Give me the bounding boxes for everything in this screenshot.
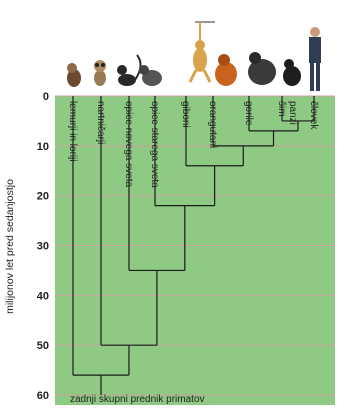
taxon-label: gorile xyxy=(243,101,254,126)
taxon-label-line: opice novega sveta xyxy=(123,101,134,188)
y-axis-title: milijonov let pred sedanjostjo xyxy=(4,179,16,314)
new-world-monkey-icon xyxy=(117,55,141,86)
lemur-icon xyxy=(67,63,81,87)
taxon-label: opice starega sveta xyxy=(149,101,160,188)
animal-illustrations xyxy=(67,22,321,91)
y-tick-label: 40 xyxy=(37,290,49,302)
taxon-label-line: lemurji in loriji xyxy=(67,101,78,162)
taxon-label: lemurji in loriji xyxy=(67,101,78,162)
taxon-label: giboni xyxy=(180,101,191,128)
common-ancestor-label: zadnji skupni prednik primatov xyxy=(70,394,205,405)
taxon-label-line: gorile xyxy=(243,101,254,126)
taxon-label-line: orangutani xyxy=(207,101,218,148)
taxon-label-line: šim- xyxy=(276,101,287,120)
taxon-label: orangutani xyxy=(207,101,218,148)
chimpanzee-icon xyxy=(283,59,301,86)
y-axis-ticks: 0 10 20 30 40 50 60 xyxy=(37,91,49,402)
y-tick-label: 30 xyxy=(37,241,49,253)
gibbon-icon xyxy=(190,22,215,82)
taxon-label-line: panzi xyxy=(287,101,298,125)
human-icon xyxy=(309,27,321,91)
taxon-label: človek xyxy=(308,101,319,130)
taxon-label-line: človek xyxy=(308,101,319,130)
taxon-label-line: opice starega sveta xyxy=(149,101,160,188)
orangutan-icon xyxy=(215,54,237,86)
y-tick-label: 20 xyxy=(37,191,49,203)
old-world-monkey-icon xyxy=(139,65,162,86)
y-tick-label: 50 xyxy=(37,340,49,352)
taxon-label-line: giboni xyxy=(180,101,191,128)
tarsier-icon xyxy=(94,60,106,86)
taxon-label: nartničarji xyxy=(95,101,106,144)
y-tick-label: 0 xyxy=(43,91,49,103)
y-tick-label: 10 xyxy=(37,141,49,153)
taxon-label: opice novega sveta xyxy=(123,101,134,188)
y-tick-label: 60 xyxy=(37,390,49,402)
taxon-label-line: nartničarji xyxy=(95,101,106,144)
gorilla-icon xyxy=(248,52,276,85)
